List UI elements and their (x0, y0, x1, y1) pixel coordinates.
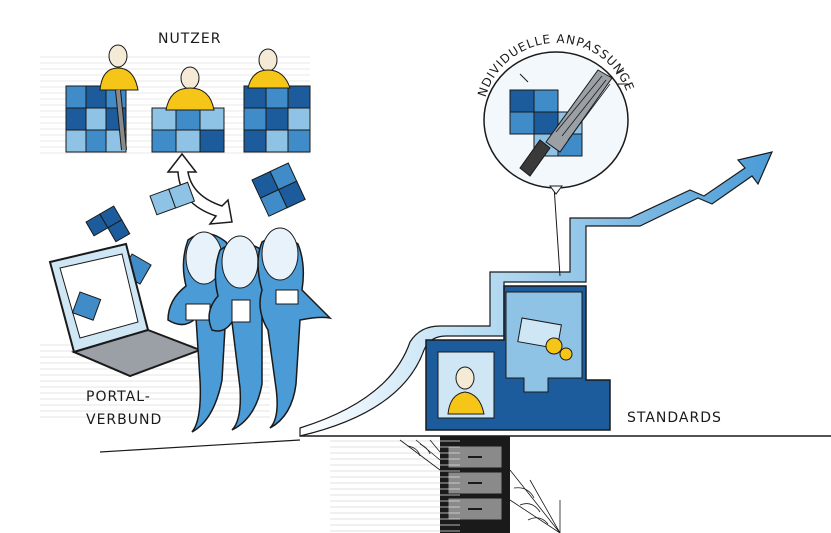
user-figure-left (99, 44, 139, 151)
portal-verbund-figures (167, 227, 333, 433)
coin-icon (545, 337, 563, 355)
user-figure-middle (165, 66, 215, 111)
standards-block (425, 285, 611, 431)
portal-figure-2 (208, 235, 270, 431)
standards-path (299, 151, 774, 437)
laptop-icon (40, 242, 270, 420)
balloon (483, 51, 629, 277)
user-block-stack-right (243, 85, 311, 153)
portal-label-line2: VERBUND (86, 412, 163, 428)
portal-figure-3 (257, 227, 333, 429)
user-figure-right (247, 48, 291, 89)
user-block-stack-middle (151, 107, 225, 153)
file-tool-icon (519, 69, 613, 177)
portal-verbund-label: PORTAL- VERBUND (86, 386, 162, 432)
standards-label: STANDARDS (627, 410, 722, 426)
filing-cabinet (330, 436, 510, 533)
left-ground-line (99, 439, 301, 453)
flying-blocks (85, 162, 306, 285)
users-group (40, 44, 311, 155)
nutzer-label: NUTZER (158, 31, 222, 47)
cobweb-icon (399, 439, 561, 533)
portal-label-line1: PORTAL- (86, 389, 151, 405)
